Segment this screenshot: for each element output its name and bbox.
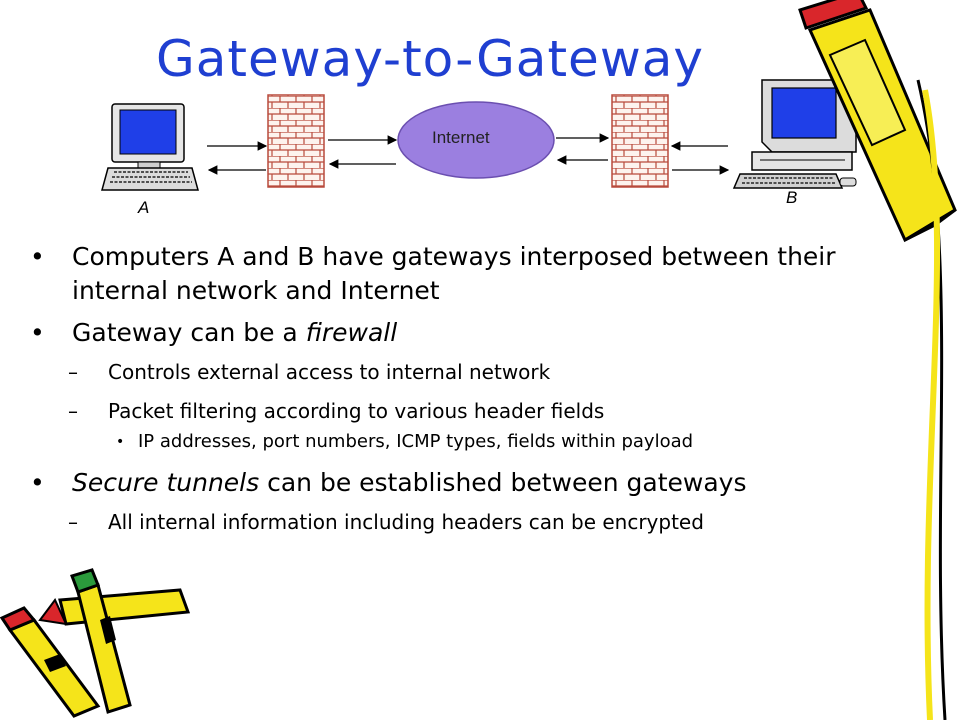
slide-title: Gateway-to-Gateway — [156, 30, 704, 88]
computer-b-icon — [732, 79, 857, 189]
sub-bullet-packet-filtering: – Packet filtering according to various … — [30, 397, 930, 425]
firewall-left — [267, 94, 325, 188]
internet-label: Internet — [432, 128, 490, 147]
bullet-list: • Computers A and B have gateways interp… — [30, 240, 930, 547]
bullet-marker: • — [116, 434, 125, 450]
bullet-marker: – — [68, 510, 78, 534]
sub-sub-bullet-ip-addresses: • IP addresses, port numbers, ICMP types… — [30, 429, 930, 455]
bullet-gateways-interposed: • Computers A and B have gateways interp… — [30, 240, 930, 308]
bullet-text: All internal information including heade… — [108, 510, 704, 534]
bullet-text: Packet filtering according to various he… — [108, 399, 605, 423]
pencils-bottom-left-icon — [0, 568, 191, 718]
sub-bullet-controls-access: – Controls external access to internal n… — [30, 358, 930, 386]
bullet-secure-tunnels: • Secure tunnels can be established betw… — [30, 466, 930, 500]
bullet-text: Gateway can be a — [72, 318, 306, 347]
bullet-marker: • — [30, 242, 45, 271]
bullet-text: IP addresses, port numbers, ICMP types, … — [138, 431, 694, 452]
bullet-text: Controls external access to internal net… — [108, 360, 551, 384]
bullet-marker: – — [68, 399, 78, 423]
internet-cloud — [397, 101, 555, 179]
firewall-right — [611, 94, 669, 188]
bullet-italic-term: Secure tunnels — [72, 468, 260, 497]
bullet-marker: • — [30, 468, 45, 497]
bullet-marker: – — [68, 360, 78, 384]
bullet-firewall: • Gateway can be a firewall — [30, 316, 930, 350]
bullet-text: can be established between gateways — [259, 468, 747, 497]
bullet-text: Computers A and B have gateways interpos… — [72, 242, 836, 305]
sub-bullet-encrypted: – All internal information including hea… — [30, 508, 930, 536]
bullet-italic-term: firewall — [305, 318, 398, 347]
computer-a-label: A — [138, 198, 150, 217]
computer-a-icon — [101, 103, 199, 191]
computer-b-label: B — [786, 188, 798, 207]
bullet-marker: • — [30, 318, 45, 347]
